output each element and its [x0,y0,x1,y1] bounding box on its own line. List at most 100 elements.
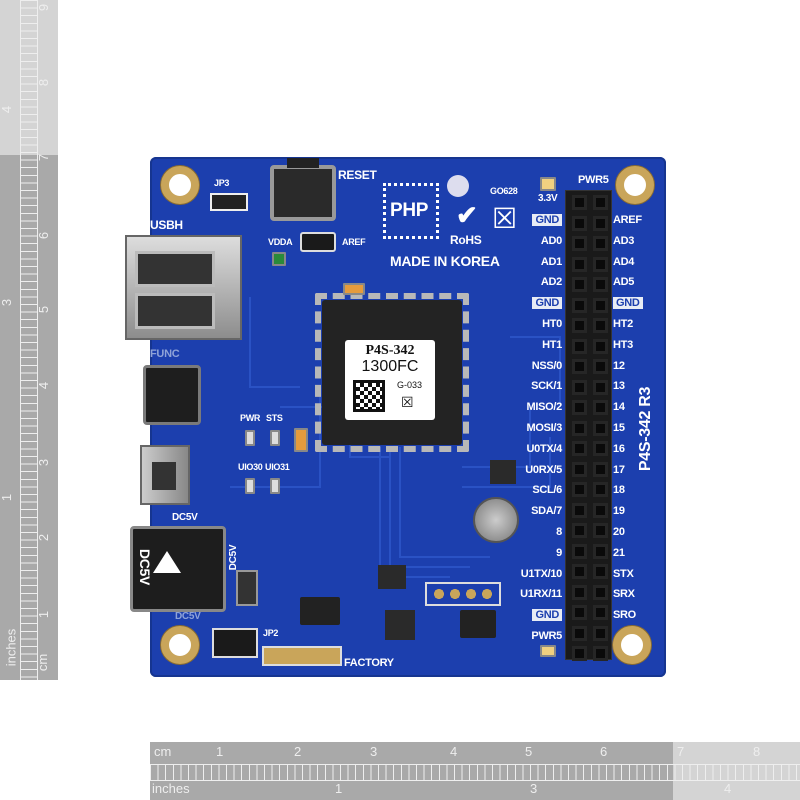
header-label-right: SRO [613,609,636,622]
header-label-left: MOSI/3 [526,422,563,434]
header-label-right: 16 [613,442,625,455]
aref-jumper[interactable] [300,232,336,252]
cm-tick-label: 6 [36,231,52,240]
jp3-label: JP3 [214,178,230,188]
header-label-right: 21 [613,546,625,559]
ruler-ticks [20,0,38,680]
header-pin [575,321,584,330]
inch-tick-label: 1 [335,781,343,796]
weee-bin-icon: ☒ [401,394,414,410]
header-label-left: SCL/6 [532,484,562,497]
led-3v3 [540,177,556,191]
header-label-right: AD4 [613,255,635,268]
header-label-left: NSS/0 [531,359,563,372]
jp3-jumper[interactable] [210,193,248,211]
header-label-left: U0RX/5 [525,463,562,476]
cm-tick-label: 4 [450,744,458,759]
chip-part: 1300FC [361,358,419,375]
coin-cell-battery [473,497,519,543]
reset-button-cap [287,158,319,168]
chip-code: G-033 [397,380,423,390]
header-pin [575,444,584,453]
header-pin [596,259,605,269]
header-pin [575,608,584,617]
header-label-left: MISO/2 [526,401,563,414]
inch-tick-label: 4 [0,105,15,114]
inch-tick-label: 3 [530,781,538,796]
header-pin [596,341,605,351]
header-label-left: U0TX/4 [526,442,563,455]
cm-label: cm [154,744,172,759]
usb-host-port[interactable] [125,235,242,340]
micro-usb-port[interactable] [140,445,190,505]
transistor [490,460,516,484]
inch-tick-label: 4 [724,781,732,796]
header-pin [575,567,584,576]
mounting-hole [613,626,651,664]
transistor [385,610,415,640]
header-pin [575,280,584,289]
header-pin [575,485,584,494]
header-label-right: 15 [613,422,625,434]
header-pin [575,218,584,228]
cm-tick-label: 7 [677,744,685,759]
header-label-left: AD0 [540,234,562,247]
cm-tick-label: 6 [600,744,608,759]
header-pin [596,218,605,228]
header-pin [596,300,605,310]
cm-tick-label: 2 [294,744,302,759]
header-label-right: 18 [613,484,625,497]
header-pin [596,587,605,597]
capacitor [343,283,365,295]
dc-power-jack[interactable]: DC5V [130,526,226,612]
header-pin [596,464,605,474]
header-pin [575,259,584,269]
led-uio31 [270,478,280,494]
header-label-left: GND [532,609,562,622]
header-pin [596,567,605,576]
cert-code: GO628 [490,186,518,196]
chip-model: P4S-342 [365,343,415,358]
vdda-label: VDDA [268,237,293,247]
aref-label: AREF [342,237,366,247]
cm-label: cm [35,653,51,672]
inches-label: inches [3,628,19,667]
pin-pads [425,582,501,606]
func-button[interactable] [143,365,201,425]
rohs-label: RoHS [450,233,482,247]
header-label-right: 17 [613,463,625,476]
header-label-left: PWR5 [531,630,562,642]
capacitor [294,428,308,452]
rohs-check-icon: ✔ [456,200,478,230]
header-pin [596,362,605,371]
ruler-ticks [150,764,800,781]
chip-label: P4S-342 1300FC G-033 ☒ [345,340,435,420]
cm-tick-label: 5 [36,305,52,314]
inches-label: inches [152,781,190,796]
header-pin [596,280,605,289]
php-logo: PHP [383,183,439,239]
header-label-left: SCK/1 [531,380,562,393]
header-pin [596,321,605,330]
led-sts [270,430,280,446]
header-label-right: 14 [613,401,625,414]
header-pin [596,608,605,617]
sts-label: STS [266,413,283,423]
cm-tick-label: 7 [36,153,52,162]
header-pin [575,423,584,433]
header-pin [575,649,584,658]
header-pin [596,403,605,412]
mounting-hole [616,166,654,204]
led-uio30 [245,478,255,494]
factory-pads [262,646,342,666]
ic [460,610,496,638]
header-label-right: 20 [613,526,625,538]
header-pin [575,341,584,351]
jp2-jumper[interactable] [212,628,258,658]
reset-button[interactable] [270,165,336,221]
cm-tick-label: 5 [525,744,533,759]
cm-tick-label: 8 [36,78,52,87]
certification-badge [447,175,469,197]
